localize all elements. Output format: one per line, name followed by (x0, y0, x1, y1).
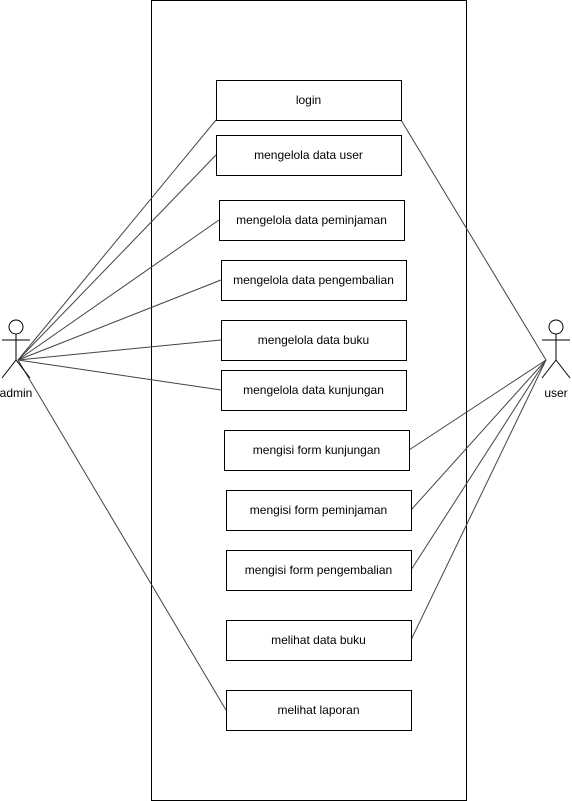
use-case-manage-returns[interactable]: mengelola data pengembalian (221, 260, 407, 301)
use-case-visit-form[interactable]: mengisi form kunjungan (224, 430, 410, 471)
actor-admin[interactable]: admin (0, 319, 32, 400)
use-case-box (216, 80, 402, 121)
use-case-loan-form[interactable]: mengisi form peminjaman (226, 490, 412, 531)
use-case-label: mengelola data buku (258, 333, 369, 347)
use-case-box (224, 430, 410, 471)
use-case-label: melihat data buku (271, 633, 366, 647)
association-user-loan-form (410, 359, 547, 511)
actor-admin-label: admin (0, 386, 32, 400)
association-admin-view-reports (17, 359, 227, 711)
association-admin-login (17, 119, 217, 361)
association-user-view-books (410, 359, 547, 641)
use-case-label: melihat laporan (277, 703, 359, 717)
use-case-label: mengisi form pengembalian (245, 563, 392, 577)
use-case-view-reports[interactable]: melihat laporan (226, 690, 412, 731)
use-case-manage-loans[interactable]: mengelola data peminjaman (219, 200, 405, 241)
user-stick-figure-icon (541, 319, 571, 379)
use-case-manage-users[interactable]: mengelola data user (216, 135, 402, 176)
use-case-label: mengelola data peminjaman (236, 213, 387, 227)
association-admin-manage-books (17, 339, 222, 361)
association-user-return-form (410, 359, 547, 571)
association-admin-manage-visits (17, 359, 222, 391)
use-case-box (221, 370, 407, 411)
use-case-box (221, 260, 407, 301)
use-case-label: login (296, 93, 321, 107)
association-user-visit-form (408, 359, 547, 451)
use-case-login[interactable]: login (216, 80, 402, 121)
use-case-box (219, 200, 405, 241)
use-case-label: mengelola data kunjungan (243, 383, 384, 397)
use-case-label: mengelola data pengembalian (233, 273, 394, 287)
use-case-box (226, 620, 412, 661)
association-admin-manage-returns (17, 279, 222, 361)
association-admin-manage-loans (17, 219, 220, 361)
association-user-login (400, 119, 547, 361)
use-case-return-form[interactable]: mengisi form pengembalian (226, 550, 412, 591)
use-case-box (216, 135, 402, 176)
use-case-box (226, 490, 412, 531)
use-case-manage-visits[interactable]: mengelola data kunjungan (221, 370, 407, 411)
use-case-box (226, 690, 412, 731)
use-case-box (226, 550, 412, 591)
association-admin-manage-users (17, 154, 217, 361)
actor-user[interactable]: user (541, 319, 571, 400)
use-case-label: mengisi form peminjaman (250, 503, 387, 517)
use-case-label: mengelola data user (254, 148, 363, 162)
association-lines (17, 119, 547, 711)
use-case-box (221, 320, 407, 361)
use-case-view-books[interactable]: melihat data buku (226, 620, 412, 661)
use-case-label: mengisi form kunjungan (253, 443, 380, 457)
admin-stick-figure-icon (1, 319, 31, 379)
actor-user-label: user (544, 386, 567, 400)
use-case-list: login mengelola data user mengelola data p… (216, 80, 412, 731)
use-case-manage-books[interactable]: mengelola data buku (221, 320, 407, 361)
